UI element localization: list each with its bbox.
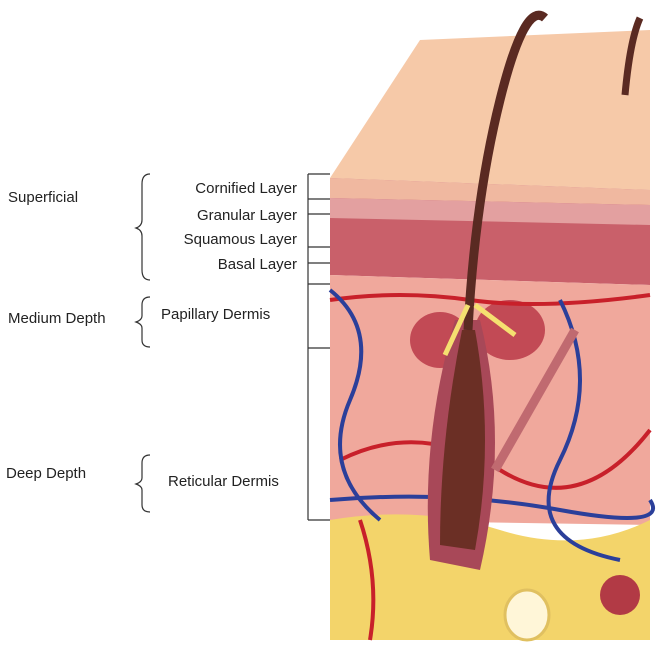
squamous-layer-label: Squamous Layer [183,231,297,248]
superficial-label: Superficial [8,189,79,206]
skin-surface [330,30,650,190]
blood-vessel-blue [328,288,656,562]
granular-band [330,198,650,225]
layer-bracket [307,173,330,521]
superficial-brace [134,173,151,281]
cornified-layer-label: Cornified Layer [195,180,297,197]
hair-shaft-2 [621,16,644,96]
arrector-muscle [491,327,579,473]
hair-shaft [463,10,549,331]
fat-layer [330,514,650,640]
medium-depth-label: Medium Depth [8,310,106,327]
granular-layer-label: Granular Layer [196,207,297,224]
papillary-dermis-label: Papillary Dermis [161,306,271,323]
reticular-dermis-label: Reticular Dermis [168,473,279,490]
sebum-ducts [442,303,517,357]
basal-layer-label: Basal Layer [217,256,297,273]
medium-brace [134,296,151,348]
hair-bulb [440,330,485,550]
sweat-gland-coil [600,575,640,615]
gland [503,588,551,642]
deep-brace [134,454,151,513]
deep-depth-label: Deep Depth [6,465,87,482]
cornified-band [330,178,650,205]
